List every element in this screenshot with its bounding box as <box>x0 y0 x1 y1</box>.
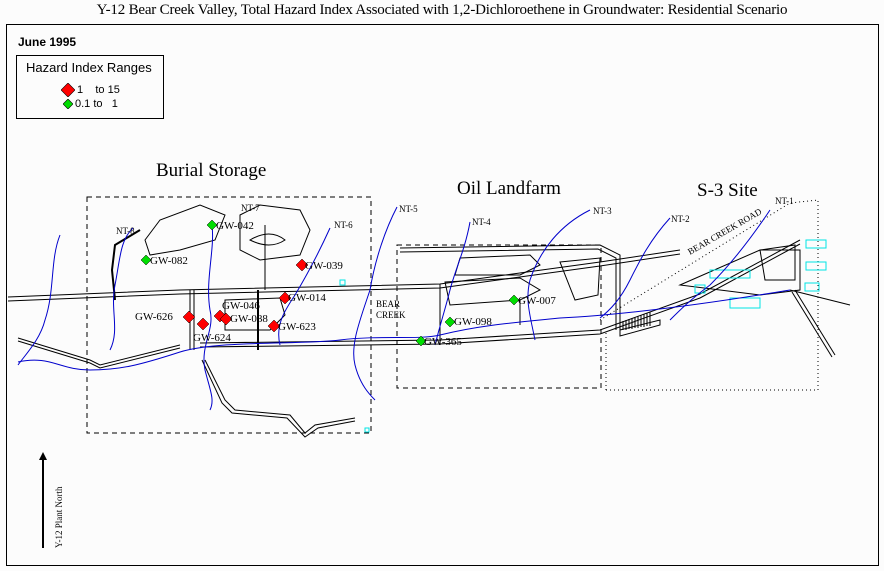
well-marker[interactable]: GW-042 <box>206 219 254 232</box>
stream-nt5 <box>353 206 398 401</box>
well-label: GW-088 <box>230 313 268 325</box>
well-marker[interactable]: GW-007 <box>508 294 556 307</box>
legend-item-high: 1 to 15 <box>61 83 120 97</box>
stream-nt2 <box>599 217 671 319</box>
green-diamond-icon <box>63 99 73 109</box>
burial-storage-boundary <box>86 196 372 434</box>
well-label: GW-007 <box>518 295 556 307</box>
well-label: GW-623 <box>278 321 316 333</box>
well-label: GW-624 <box>193 332 231 344</box>
bear-creek-stream <box>17 289 791 371</box>
well-marker[interactable]: GW-088 <box>219 312 268 326</box>
region-label-burial-storage: Burial Storage <box>156 160 267 181</box>
bear-creek-label-1: BEAR <box>376 299 400 309</box>
well-marker[interactable]: GW-624 <box>193 317 231 344</box>
stream-nt3 <box>527 209 591 341</box>
road-north-inner <box>7 253 681 302</box>
stream-nt4 <box>434 221 471 346</box>
region-label-s3-site: S-3 Site <box>697 180 758 201</box>
well-label: GW-082 <box>150 255 188 267</box>
nt-label: NT-7 <box>241 203 260 213</box>
well-marker[interactable]: GW-623 <box>267 319 316 333</box>
legend-item-low: 0.1 to 1 <box>63 98 118 110</box>
well-marker[interactable]: GW-014 <box>278 291 326 305</box>
nt-label: NT-5 <box>399 204 418 214</box>
road-landfarm-inner <box>399 248 617 330</box>
well-label: GW-014 <box>288 292 326 304</box>
well-marker[interactable]: GW-626 <box>135 310 196 324</box>
well-label: GW-039 <box>305 260 343 272</box>
well-label: GW-098 <box>454 316 492 328</box>
bear-creek-road-label: BEAR CREEK ROAD <box>686 206 764 257</box>
well-label: GW-365 <box>424 336 462 348</box>
bear-creek-label-2: CREEK <box>376 310 406 320</box>
stream-west <box>17 234 61 366</box>
well-marker[interactable]: GW-046 <box>213 300 260 323</box>
tributary-labels: NT-1 NT-2 NT-3 NT-4 NT-5 NT-6 NT-7 NT-8 <box>116 196 794 236</box>
well-marker[interactable]: GW-098 <box>444 316 492 328</box>
well-label: GW-046 <box>222 300 260 312</box>
north-arrow-label: Y-12 Plant North <box>54 486 64 549</box>
nt-label: NT-1 <box>775 196 794 206</box>
nt-label: NT-3 <box>593 206 612 216</box>
wells: GW-082 GW-042 GW-039 GW-014 GW-046 GW-08… <box>135 219 556 348</box>
well-label: GW-626 <box>135 311 173 323</box>
stream-nt8 <box>109 227 134 351</box>
map-frame <box>6 24 879 566</box>
nt-label: NT-8 <box>116 226 135 236</box>
road-landfarm <box>399 244 621 330</box>
well-marker[interactable]: GW-365 <box>415 335 462 348</box>
nt-label: NT-2 <box>671 214 690 224</box>
map-date: June 1995 <box>18 35 77 49</box>
map-title: Y-12 Bear Creek Valley, Total Hazard Ind… <box>96 2 788 18</box>
north-arrow-icon <box>39 452 47 548</box>
road-south-inner <box>199 243 801 348</box>
red-diamond-icon <box>61 83 75 97</box>
stream-nt6 <box>278 227 331 346</box>
stream-nt7 <box>203 224 214 411</box>
legend-item-label: 0.1 to 1 <box>75 98 118 110</box>
legend-title: Hazard Index Ranges <box>26 60 152 75</box>
well-marker[interactable]: GW-039 <box>295 258 343 272</box>
hatched-structure <box>619 312 651 330</box>
legend-item-label: 1 to 15 <box>77 84 120 96</box>
road-south <box>199 239 801 344</box>
nt-label: NT-4 <box>472 217 491 227</box>
s3-site-boundary <box>606 199 819 391</box>
stream-nt1 <box>669 209 771 321</box>
legend: Hazard Index Ranges 1 to 15 0.1 to 1 <box>16 55 164 119</box>
well-marker[interactable]: GW-082 <box>140 254 188 267</box>
oil-landfarm-boundary <box>396 244 602 389</box>
streams <box>17 206 791 411</box>
roads <box>7 225 851 438</box>
nt-label: NT-6 <box>334 220 353 230</box>
region-label-oil-landfarm: Oil Landfarm <box>457 178 561 199</box>
well-label: GW-042 <box>216 220 254 232</box>
